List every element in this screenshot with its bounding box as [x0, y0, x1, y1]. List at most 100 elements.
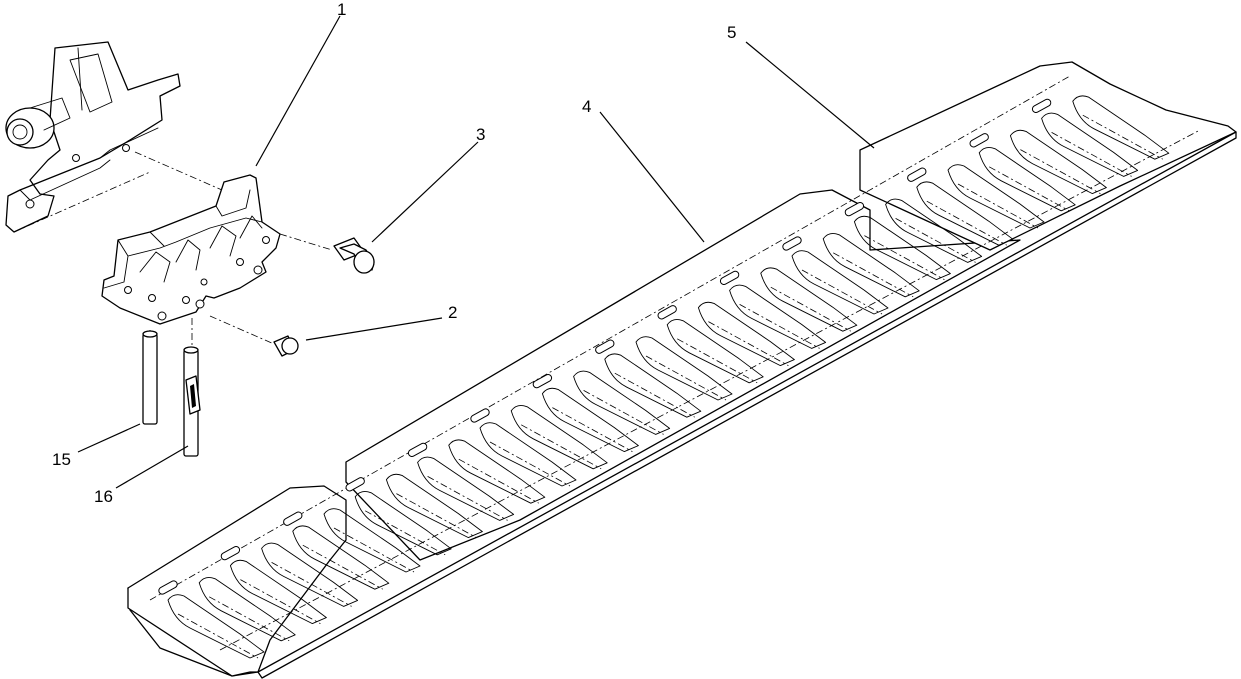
guard-finger-slot [822, 233, 920, 298]
guard-finger-hidden-edge [302, 544, 383, 590]
guard-finger-hidden-edge [1020, 149, 1101, 194]
mounting-slot [470, 408, 490, 423]
guard-finger-hidden-edge [271, 562, 352, 607]
guard-finger-hidden-edge [333, 527, 415, 573]
guard-finger-slot [541, 387, 639, 453]
guard-finger-slot [947, 164, 1045, 229]
guard-finger-slot [853, 215, 951, 281]
mounting-slot [844, 201, 865, 217]
guard-finger-slot [1041, 112, 1139, 177]
guard-finger-slot [417, 456, 515, 521]
guard-finger-slot [666, 319, 764, 384]
guard-finger-slot [323, 508, 421, 573]
guard-finger-hidden-edge [365, 510, 446, 556]
callout-15: 15 [52, 450, 71, 469]
callout-3: 3 [476, 125, 485, 144]
guard-finger-slot [385, 473, 483, 539]
guard-finger-slot [167, 594, 265, 659]
plate-centerline-lower [219, 129, 1201, 651]
guard-finger-slot [916, 181, 1014, 246]
guard-finger-hidden-edge [458, 458, 539, 504]
guard-finger-hidden-edge [989, 166, 1070, 212]
guard-finger-hidden-edge [1082, 114, 1163, 160]
guard-finger-slot [510, 405, 608, 470]
guard-finger-slot [479, 422, 577, 487]
guard-finger-hidden-edge [552, 407, 633, 452]
guard-finger-slot [229, 559, 327, 625]
guard-plate-middle-segment [345, 189, 1021, 561]
callout-5: 5 [727, 23, 736, 42]
mounting-slot [719, 270, 740, 286]
mounting-slot [532, 373, 553, 389]
guard-finger-slot [1072, 95, 1170, 160]
mounting-slot [345, 477, 365, 492]
pin-part-15 [142, 330, 158, 425]
mounting-slot [657, 305, 677, 320]
leader-line-15 [77, 423, 141, 453]
guard-finger-slot [448, 439, 546, 504]
leader-lines [77, 15, 875, 489]
callout-16: 16 [94, 487, 113, 506]
mounting-slot [782, 236, 802, 251]
guard-finger-slot [760, 267, 858, 332]
guard-finger-hidden-edge [770, 286, 851, 332]
guard-finger-hidden-edge [209, 596, 290, 642]
guard-mounting-slots [158, 98, 1052, 595]
guard-finger-hidden-edge [957, 183, 1039, 229]
guard-finger-slot [791, 250, 889, 315]
guard-finger-slot [198, 577, 296, 642]
mounting-slot [969, 133, 989, 148]
guard-finger-hidden-edge [489, 441, 571, 487]
guard-finger-slot [292, 525, 390, 590]
guard-finger-hidden-edge [708, 321, 789, 366]
alignment-line-bracket-2 [13, 171, 151, 233]
callout-1: 1 [337, 0, 346, 19]
guard-finger-hidden-edge [614, 372, 695, 418]
guard-plate-base-edge [257, 131, 1237, 679]
bolt-part [279, 233, 375, 274]
mounting-slot [407, 442, 428, 458]
guard-finger-hidden-edge [427, 476, 508, 521]
guard-finger-slot [1009, 129, 1107, 195]
mounting-slot [907, 167, 927, 182]
mounting-slot [220, 545, 241, 561]
guard-finger-hidden-edge [645, 355, 727, 401]
guard-finger-hidden-edge [895, 218, 976, 263]
guard-finger-slot [885, 198, 983, 263]
pin-part-16 [183, 318, 201, 457]
callout-4: 4 [582, 97, 591, 116]
guard-mount-part [101, 174, 281, 325]
guard-finger-hidden-edge [240, 579, 321, 624]
guard-finger-slot [573, 370, 671, 435]
screw-part [209, 315, 299, 357]
guard-finger-hidden-edge [1051, 132, 1132, 177]
guard-finger-hidden-edge [739, 304, 820, 349]
mounting-slot [283, 511, 303, 526]
guard-finger-slot [635, 336, 733, 401]
guard-finger-hidden-edge [177, 613, 259, 659]
leader-line-3 [371, 141, 479, 243]
guard-finger-slot [729, 284, 827, 349]
guard-finger-slot [978, 147, 1076, 212]
mounting-slot [1031, 98, 1052, 114]
guard-finger-hidden-edge [521, 424, 602, 470]
guard-plate-rear-segment [859, 61, 1237, 251]
frame-bracket [5, 41, 181, 233]
plate-centerline-upper [149, 75, 1071, 601]
callout-2: 2 [448, 303, 457, 322]
mounting-slot [158, 580, 178, 595]
guard-finger-hidden-edge [833, 252, 914, 298]
guard-finger-slot [261, 542, 359, 607]
leader-line-16 [115, 445, 189, 489]
leader-line-5 [745, 41, 875, 149]
leader-line-4 [599, 111, 705, 243]
guard-finger-slot [697, 301, 795, 367]
guard-finger-hidden-edge [583, 390, 664, 435]
guard-finger-hidden-edge [801, 269, 883, 315]
guard-finger-hidden-edge [864, 235, 945, 280]
guard-finger-hidden-edge [677, 338, 758, 384]
guard-finger-slot [354, 491, 452, 556]
mounting-slot [595, 339, 615, 354]
leader-line-2 [305, 317, 443, 341]
